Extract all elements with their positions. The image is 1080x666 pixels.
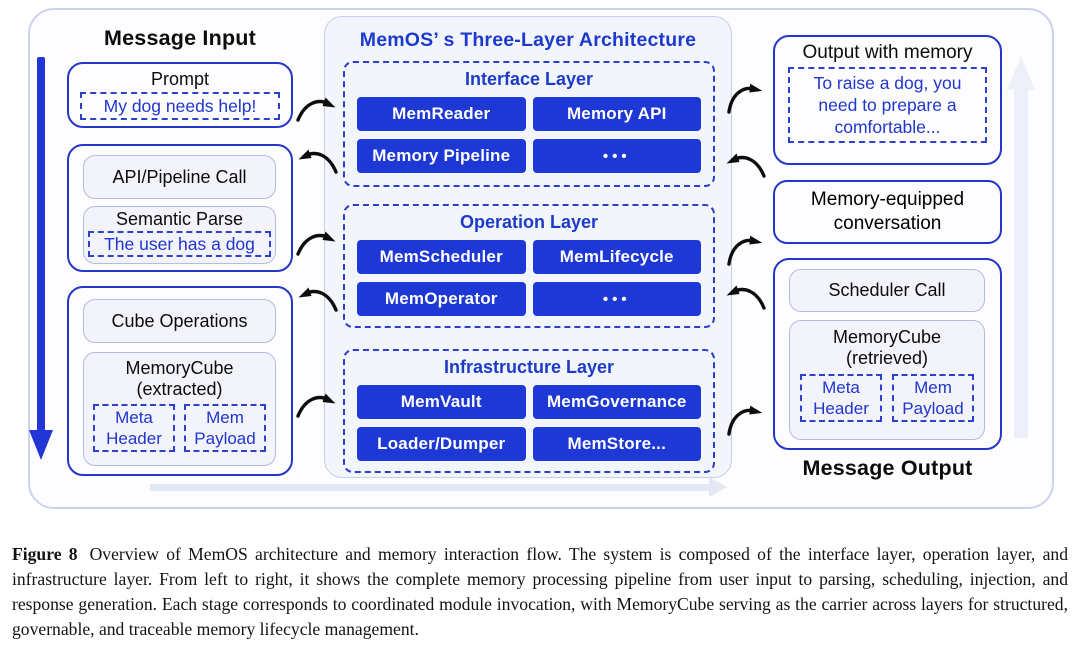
module-memlifecycle: MemLifecycle bbox=[532, 240, 701, 274]
curved-arrow-up-right-icon bbox=[727, 235, 763, 266]
memory-equipped-conversation-box: Memory-equipped conversation bbox=[773, 180, 1002, 244]
figure-caption-label: Figure 8 bbox=[12, 543, 78, 564]
module-memoperator: MemOperator bbox=[357, 282, 526, 316]
memorycube-state: (extracted) bbox=[136, 379, 223, 399]
curved-arrow-right-icon bbox=[296, 393, 336, 418]
input-flow-arrow bbox=[37, 57, 45, 432]
module-memory-pipeline: Memory Pipeline bbox=[357, 139, 526, 173]
curved-arrow-up-right-icon bbox=[727, 83, 763, 114]
output-with-memory-box: Output with memory To raise a dog, you n… bbox=[773, 35, 1002, 165]
faint-flow-arrowhead-right-icon bbox=[709, 477, 727, 497]
interface-layer-panel: Interface Layer MemReader Memory API Mem… bbox=[343, 61, 715, 187]
curved-arrow-left-icon bbox=[298, 287, 338, 312]
module-memvault: MemVault bbox=[357, 385, 526, 419]
infrastructure-layer-panel: Infrastructure Layer MemVault MemGoverna… bbox=[343, 349, 715, 473]
faint-flow-arrow-vertical bbox=[1014, 90, 1028, 438]
input-flow-arrowhead-down-icon bbox=[29, 430, 53, 460]
curved-arrow-up-right-icon bbox=[727, 405, 763, 436]
memorycube-title: MemoryCube bbox=[832, 327, 942, 347]
scheduler-group-box: Scheduler Call MemoryCube (retrieved) Me… bbox=[773, 258, 1002, 450]
operation-layer-panel: Operation Layer MemScheduler MemLifecycl… bbox=[343, 204, 715, 328]
module-memstore: MemStore... bbox=[532, 427, 701, 461]
semantic-parse-box: Semantic Parse The user has a dog bbox=[83, 206, 276, 264]
module-memory-api: Memory API bbox=[532, 97, 701, 131]
infrastructure-layer-title: Infrastructure Layer bbox=[443, 357, 615, 377]
meta-header-box: Meta Header bbox=[93, 404, 175, 452]
api-pipeline-call-box: API/Pipeline Call bbox=[83, 155, 276, 199]
architecture-title: MemOS’ s Three-Layer Architecture bbox=[359, 29, 697, 51]
prompt-value: My dog needs help! bbox=[80, 92, 280, 120]
module-memgovernance: MemGovernance bbox=[532, 385, 701, 419]
module-memscheduler: MemScheduler bbox=[357, 240, 526, 274]
cube-group-box: Cube Operations MemoryCube (extracted) M… bbox=[67, 286, 293, 476]
memorycube-state: (retrieved) bbox=[845, 348, 929, 368]
message-output-title: Message Output bbox=[802, 456, 973, 480]
memorycube-retrieved-box: MemoryCube (retrieved) Meta Header Mem P… bbox=[789, 320, 985, 440]
curved-arrow-right-icon bbox=[296, 97, 336, 122]
semantic-parse-value: The user has a dog bbox=[88, 231, 271, 257]
module-ellipsis: ••• bbox=[532, 282, 701, 316]
mem-payload-box: Mem Payload bbox=[892, 374, 974, 422]
prompt-box-title: Prompt bbox=[150, 69, 210, 89]
parse-group-box: API/Pipeline Call Semantic Parse The use… bbox=[67, 144, 293, 272]
faint-flow-arrowhead-up-icon bbox=[1007, 56, 1035, 90]
meta-header-box: Meta Header bbox=[800, 374, 882, 422]
semantic-parse-title: Semantic Parse bbox=[115, 209, 244, 229]
mem-payload-box: Mem Payload bbox=[184, 404, 266, 452]
curved-arrow-left-icon bbox=[726, 285, 766, 310]
curved-arrow-right-icon bbox=[296, 231, 336, 256]
output-with-memory-title: Output with memory bbox=[802, 42, 973, 63]
output-with-memory-value: To raise a dog, you need to prepare a co… bbox=[788, 67, 987, 143]
message-input-title: Message Input bbox=[104, 26, 256, 50]
module-memreader: MemReader bbox=[357, 97, 526, 131]
figure-caption-text: Overview of MemOS architecture and memor… bbox=[12, 543, 1068, 639]
module-ellipsis: ••• bbox=[532, 139, 701, 173]
memorycube-title: MemoryCube bbox=[125, 358, 234, 378]
faint-flow-arrow-horizontal bbox=[150, 484, 710, 491]
memory-equipped-conversation-label: Memory-equipped conversation bbox=[810, 189, 965, 234]
operation-layer-title: Operation Layer bbox=[459, 212, 599, 232]
curved-arrow-left-icon bbox=[298, 149, 338, 174]
curved-arrow-left-icon bbox=[726, 153, 766, 178]
memorycube-extracted-box: MemoryCube (extracted) Meta Header Mem P… bbox=[83, 352, 276, 466]
scheduler-call-box: Scheduler Call bbox=[789, 269, 985, 312]
prompt-box: Prompt My dog needs help! bbox=[67, 62, 293, 128]
interface-layer-title: Interface Layer bbox=[464, 69, 594, 89]
module-loader-dumper: Loader/Dumper bbox=[357, 427, 526, 461]
architecture-panel: MemOS’ s Three-Layer Architecture Interf… bbox=[324, 16, 732, 478]
cube-operations-box: Cube Operations bbox=[83, 299, 276, 343]
